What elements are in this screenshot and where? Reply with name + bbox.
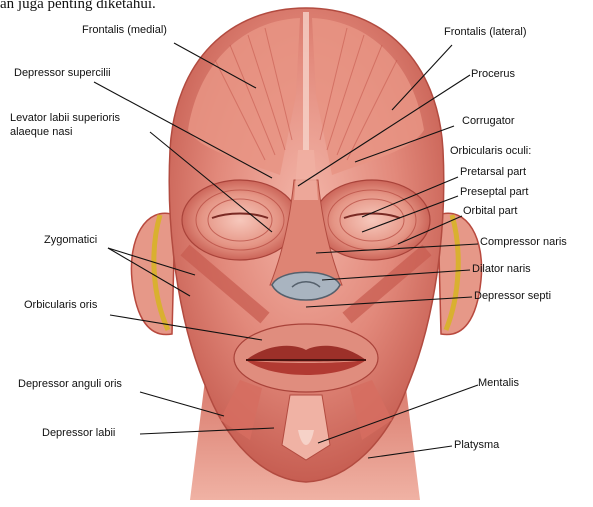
leader-depressor-supercilii: [94, 82, 272, 178]
leader-procerus: [298, 75, 470, 186]
leader-corrugator: [355, 126, 454, 162]
leader-depressor-anguli-oris: [140, 392, 224, 416]
leader-orbital: [398, 216, 462, 244]
leader-dilator-naris: [322, 270, 470, 280]
label-depressor-supercilii: Depressor supercilii: [14, 67, 111, 80]
leader-orbicularis-oris: [110, 315, 262, 340]
label-mentalis: Mentalis: [478, 377, 519, 390]
label-orbital-part: Orbital part: [463, 205, 517, 218]
leader-levator: [150, 132, 272, 232]
label-corrugator: Corrugator: [462, 115, 515, 128]
label-procerus: Procerus: [471, 68, 515, 81]
label-preseptal-part: Preseptal part: [460, 186, 528, 199]
label-depressor-labii: Depressor labii: [42, 427, 115, 440]
label-zygomatici: Zygomatici: [44, 234, 97, 247]
label-levator-line1: Levator labii superioris: [10, 112, 120, 125]
leader-frontalis-lateral: [392, 45, 452, 110]
leader-zygomatici-b: [108, 248, 190, 296]
leader-mentalis: [318, 385, 478, 443]
label-depressor-anguli-oris: Depressor anguli oris: [18, 378, 122, 391]
leader-compressor-naris: [316, 244, 478, 253]
leader-depressor-septi: [306, 297, 472, 307]
label-depressor-septi: Depressor septi: [474, 290, 551, 303]
leader-platysma: [368, 446, 452, 458]
leader-frontalis-medial: [174, 43, 256, 88]
label-pretarsal-part: Pretarsal part: [460, 166, 526, 179]
label-frontalis-medial: Frontalis (medial): [82, 24, 167, 37]
label-platysma: Platysma: [454, 439, 499, 452]
label-levator-line2: alaeque nasi: [10, 126, 72, 139]
label-orbicularis-oculi: Orbicularis oculi:: [450, 145, 531, 158]
leader-preseptal: [362, 196, 458, 232]
label-compressor-naris: Compressor naris: [480, 236, 567, 249]
leader-pretarsal: [362, 177, 458, 217]
leader-depressor-labii: [140, 428, 274, 434]
leader-zygomatici-a: [108, 248, 195, 275]
label-frontalis-lateral: Frontalis (lateral): [444, 26, 527, 39]
label-orbicularis-oris: Orbicularis oris: [24, 299, 97, 312]
label-dilator-naris: Dilator naris: [472, 263, 531, 276]
